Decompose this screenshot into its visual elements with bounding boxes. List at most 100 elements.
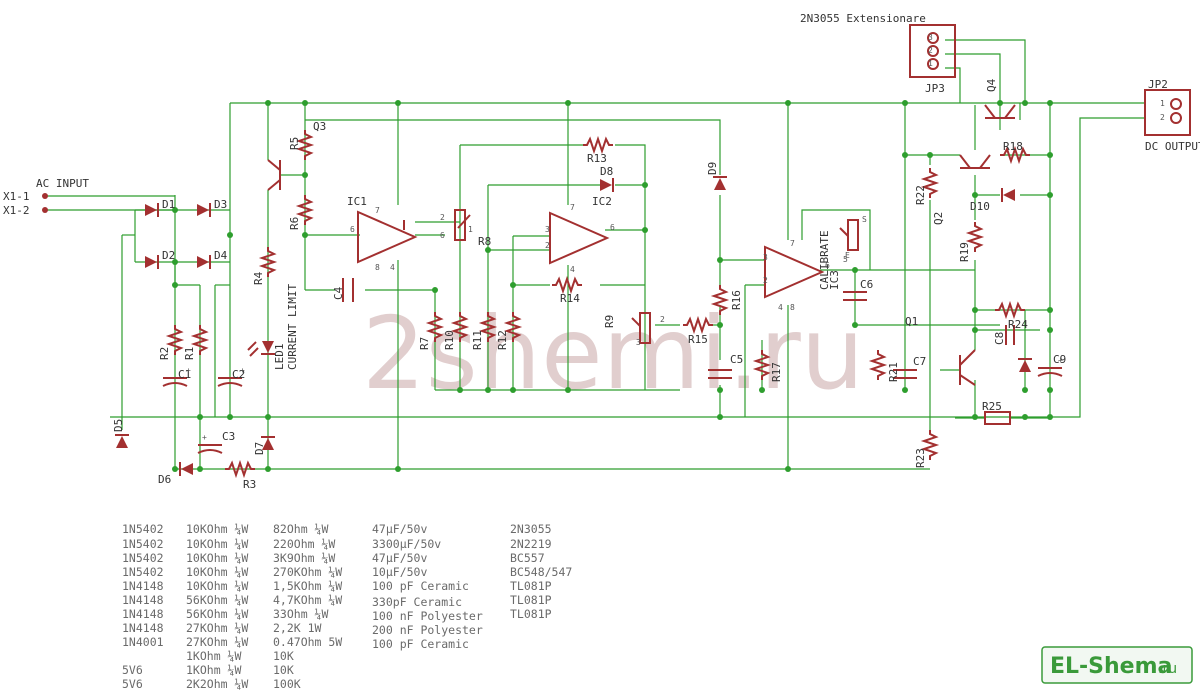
label-q1: Q1 bbox=[905, 315, 918, 328]
label-ic1: IC1 bbox=[347, 195, 367, 208]
capacitor-c4 bbox=[342, 278, 354, 302]
bom-cell: 2N3055 bbox=[510, 522, 552, 536]
bom-column-capacitors: 47µF/50v 3300µF/50v 47µF/50v 10µF/50v 10… bbox=[372, 522, 483, 651]
bom-cell: 56KOhm ¼W bbox=[186, 593, 248, 607]
label-calibrate: CALIBRATE bbox=[818, 230, 831, 290]
bom-cell: 10KOhm ¼W bbox=[186, 565, 248, 579]
label-d5: D5 bbox=[112, 419, 125, 432]
bom-cell: 10KOhm ¼W bbox=[186, 551, 248, 565]
pin-label: 1 bbox=[1160, 99, 1165, 108]
bom-cell: 5V6 bbox=[122, 663, 143, 677]
label-led1: LED1 bbox=[273, 344, 286, 371]
label-r17: R17 bbox=[770, 362, 783, 382]
bom-cell: 1N4148 bbox=[122, 593, 164, 607]
label-c4: C4 bbox=[332, 286, 345, 300]
site-logo: EL-Shema .ru bbox=[1041, 646, 1193, 684]
pin-label: 1 bbox=[468, 225, 473, 234]
pin-label: 8 bbox=[790, 303, 795, 312]
bom-cell: 1N5402 bbox=[122, 522, 164, 536]
opamp-ic3 bbox=[764, 245, 825, 299]
resistor-r18 bbox=[1000, 145, 1030, 165]
diode-d6 bbox=[179, 462, 193, 476]
capacitor-c7 bbox=[893, 369, 917, 379]
label-extension: 2N3055 Extensionare bbox=[800, 12, 926, 25]
label-jp3: JP3 bbox=[925, 82, 945, 95]
resistor-r13 bbox=[583, 135, 613, 155]
bom-cell: 33Ohm ¼W bbox=[273, 607, 328, 621]
pin-label: 3 bbox=[545, 225, 550, 234]
capacitor-c6 bbox=[843, 291, 867, 301]
resistor-r5 bbox=[295, 130, 315, 160]
pin-label: 6 bbox=[440, 231, 445, 240]
label-c3: C3 bbox=[222, 430, 235, 443]
label-r3: R3 bbox=[243, 478, 256, 491]
potentiometer-calibrate bbox=[839, 219, 859, 251]
logo-text: EL-Shema bbox=[1050, 654, 1172, 679]
diode-d3 bbox=[197, 203, 211, 217]
bom-cell: 5V6 bbox=[122, 677, 143, 691]
schematic-labels: 2N3055 Extensionare AC INPUT DC OUTPUT X… bbox=[3, 12, 1200, 491]
pin-label: 5 bbox=[843, 255, 848, 264]
potentiometer-r8 bbox=[454, 209, 471, 241]
bom-cell: 27KOhm ¼W bbox=[186, 621, 248, 635]
bom-cell: 2N2219 bbox=[510, 537, 552, 551]
capacitor-c1 bbox=[162, 377, 188, 387]
bom-cell: 0.47Ohm 5W bbox=[273, 635, 342, 649]
resistor-r21 bbox=[868, 350, 888, 380]
bom-cell: BC548/547 bbox=[510, 565, 572, 579]
diode-d7 bbox=[261, 436, 275, 450]
bom-cell: 100 nF Polyester bbox=[372, 609, 483, 623]
bom-cell: 10KOhm ¼W bbox=[186, 522, 248, 536]
potentiometer-r9 bbox=[631, 312, 651, 344]
label-c8: C8 bbox=[993, 332, 1006, 345]
label-r1: R1 bbox=[183, 347, 196, 360]
label-ac-input: AC INPUT bbox=[36, 177, 89, 190]
pin-label: + bbox=[186, 366, 191, 375]
bom-cell: 10KOhm ¼W bbox=[186, 537, 248, 551]
junctions bbox=[172, 100, 1053, 472]
pin-label: 3 bbox=[763, 253, 768, 262]
bom-cell: TL081P bbox=[510, 579, 552, 593]
bom-cell: 47µF/50v bbox=[372, 551, 427, 565]
label-r24: R24 bbox=[1008, 318, 1028, 331]
pin-label: 2 bbox=[763, 276, 768, 285]
label-c5: C5 bbox=[730, 353, 743, 366]
label-c1: C1 bbox=[178, 368, 191, 381]
resistor-r12 bbox=[503, 312, 523, 342]
bom-cell: 1N4148 bbox=[122, 579, 164, 593]
bom-cell: 82Ohm ¼W bbox=[273, 522, 328, 536]
label-x1-1: X1-1 bbox=[3, 190, 30, 203]
connector-jp3 bbox=[909, 24, 956, 78]
label-q2: Q2 bbox=[932, 212, 945, 225]
label-d10: D10 bbox=[970, 200, 990, 213]
diode-d1 bbox=[145, 203, 159, 217]
label-x1-2: X1-2 bbox=[3, 204, 30, 217]
label-current-limit: CURRENT LIMIT bbox=[286, 284, 299, 370]
capacitor-c9 bbox=[1037, 367, 1063, 377]
resistor-r4 bbox=[258, 247, 278, 277]
label-r15: R15 bbox=[688, 333, 708, 346]
label-r16: R16 bbox=[730, 290, 743, 310]
label-r9: R9 bbox=[603, 315, 616, 328]
capacitor-c3 bbox=[197, 444, 223, 454]
label-d4: D4 bbox=[214, 249, 228, 262]
bom-cell: 100 pF Ceramic bbox=[372, 579, 469, 593]
bom-column-resistors-b: 82Ohm ¼W 220Ohm ¼W 3K9Ohm ¼W 270KOhm ¼W … bbox=[273, 522, 342, 691]
pin-label: 2 bbox=[928, 46, 933, 55]
bom-cell: 330pF Ceramic bbox=[372, 595, 462, 609]
bom-cell: 10KOhm ¼W bbox=[186, 579, 248, 593]
label-d7: D7 bbox=[253, 442, 266, 455]
pin-label: 6 bbox=[610, 223, 615, 232]
logo-suffix: .ru bbox=[1158, 661, 1177, 677]
zener-diode bbox=[1018, 358, 1032, 372]
resistor-r17 bbox=[752, 350, 772, 380]
bom-cell: 220Ohm ¼W bbox=[273, 537, 335, 551]
bom-cell: BC557 bbox=[510, 551, 545, 565]
transistor-q1 bbox=[959, 349, 976, 386]
bom-cell: 1KOhm ¼W bbox=[186, 649, 241, 663]
resistor-r3 bbox=[225, 459, 255, 479]
diode-d4 bbox=[197, 255, 211, 269]
resistor-r11 bbox=[478, 312, 498, 342]
transistor-q4 bbox=[984, 104, 1016, 119]
